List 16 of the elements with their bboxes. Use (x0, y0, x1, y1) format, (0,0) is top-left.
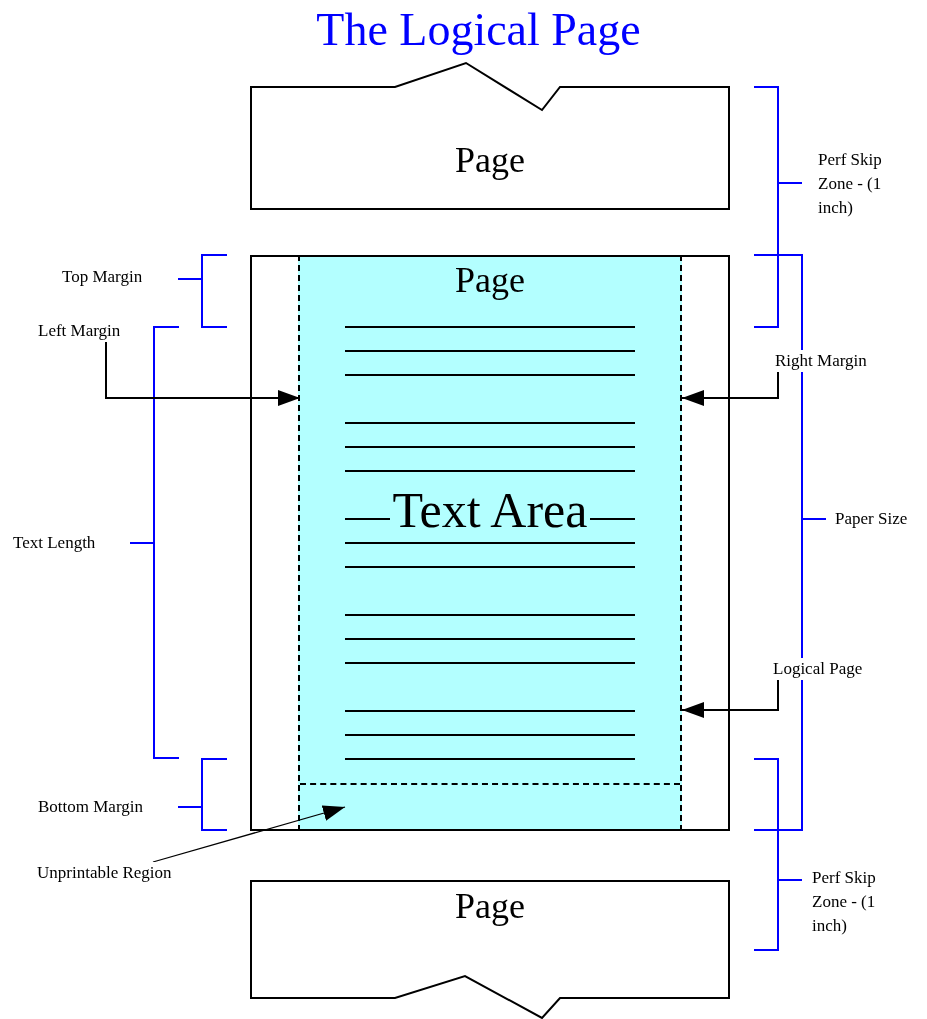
arrow (105, 341, 301, 406)
arrow (681, 371, 779, 406)
page-label: Page (455, 886, 525, 926)
leader-arrow (152, 805, 346, 863)
torn-page (250, 60, 730, 210)
dimension-label: Text Length (13, 532, 96, 554)
dimension-label: Bottom Margin (38, 796, 143, 818)
dimension-label: Perf Skip Zone - (1 inch) (812, 867, 877, 937)
dimension-label: Paper Size (835, 508, 908, 530)
page-label: Page (455, 140, 525, 180)
torn-page (250, 880, 730, 1019)
dimension-label: Perf Skip Zone - (1 inch) (818, 149, 883, 219)
dimension-label: Top Margin (62, 266, 143, 288)
arrow (681, 679, 779, 718)
diagram-title: The Logical Page (315, 3, 642, 57)
paper-sheet (250, 255, 730, 831)
